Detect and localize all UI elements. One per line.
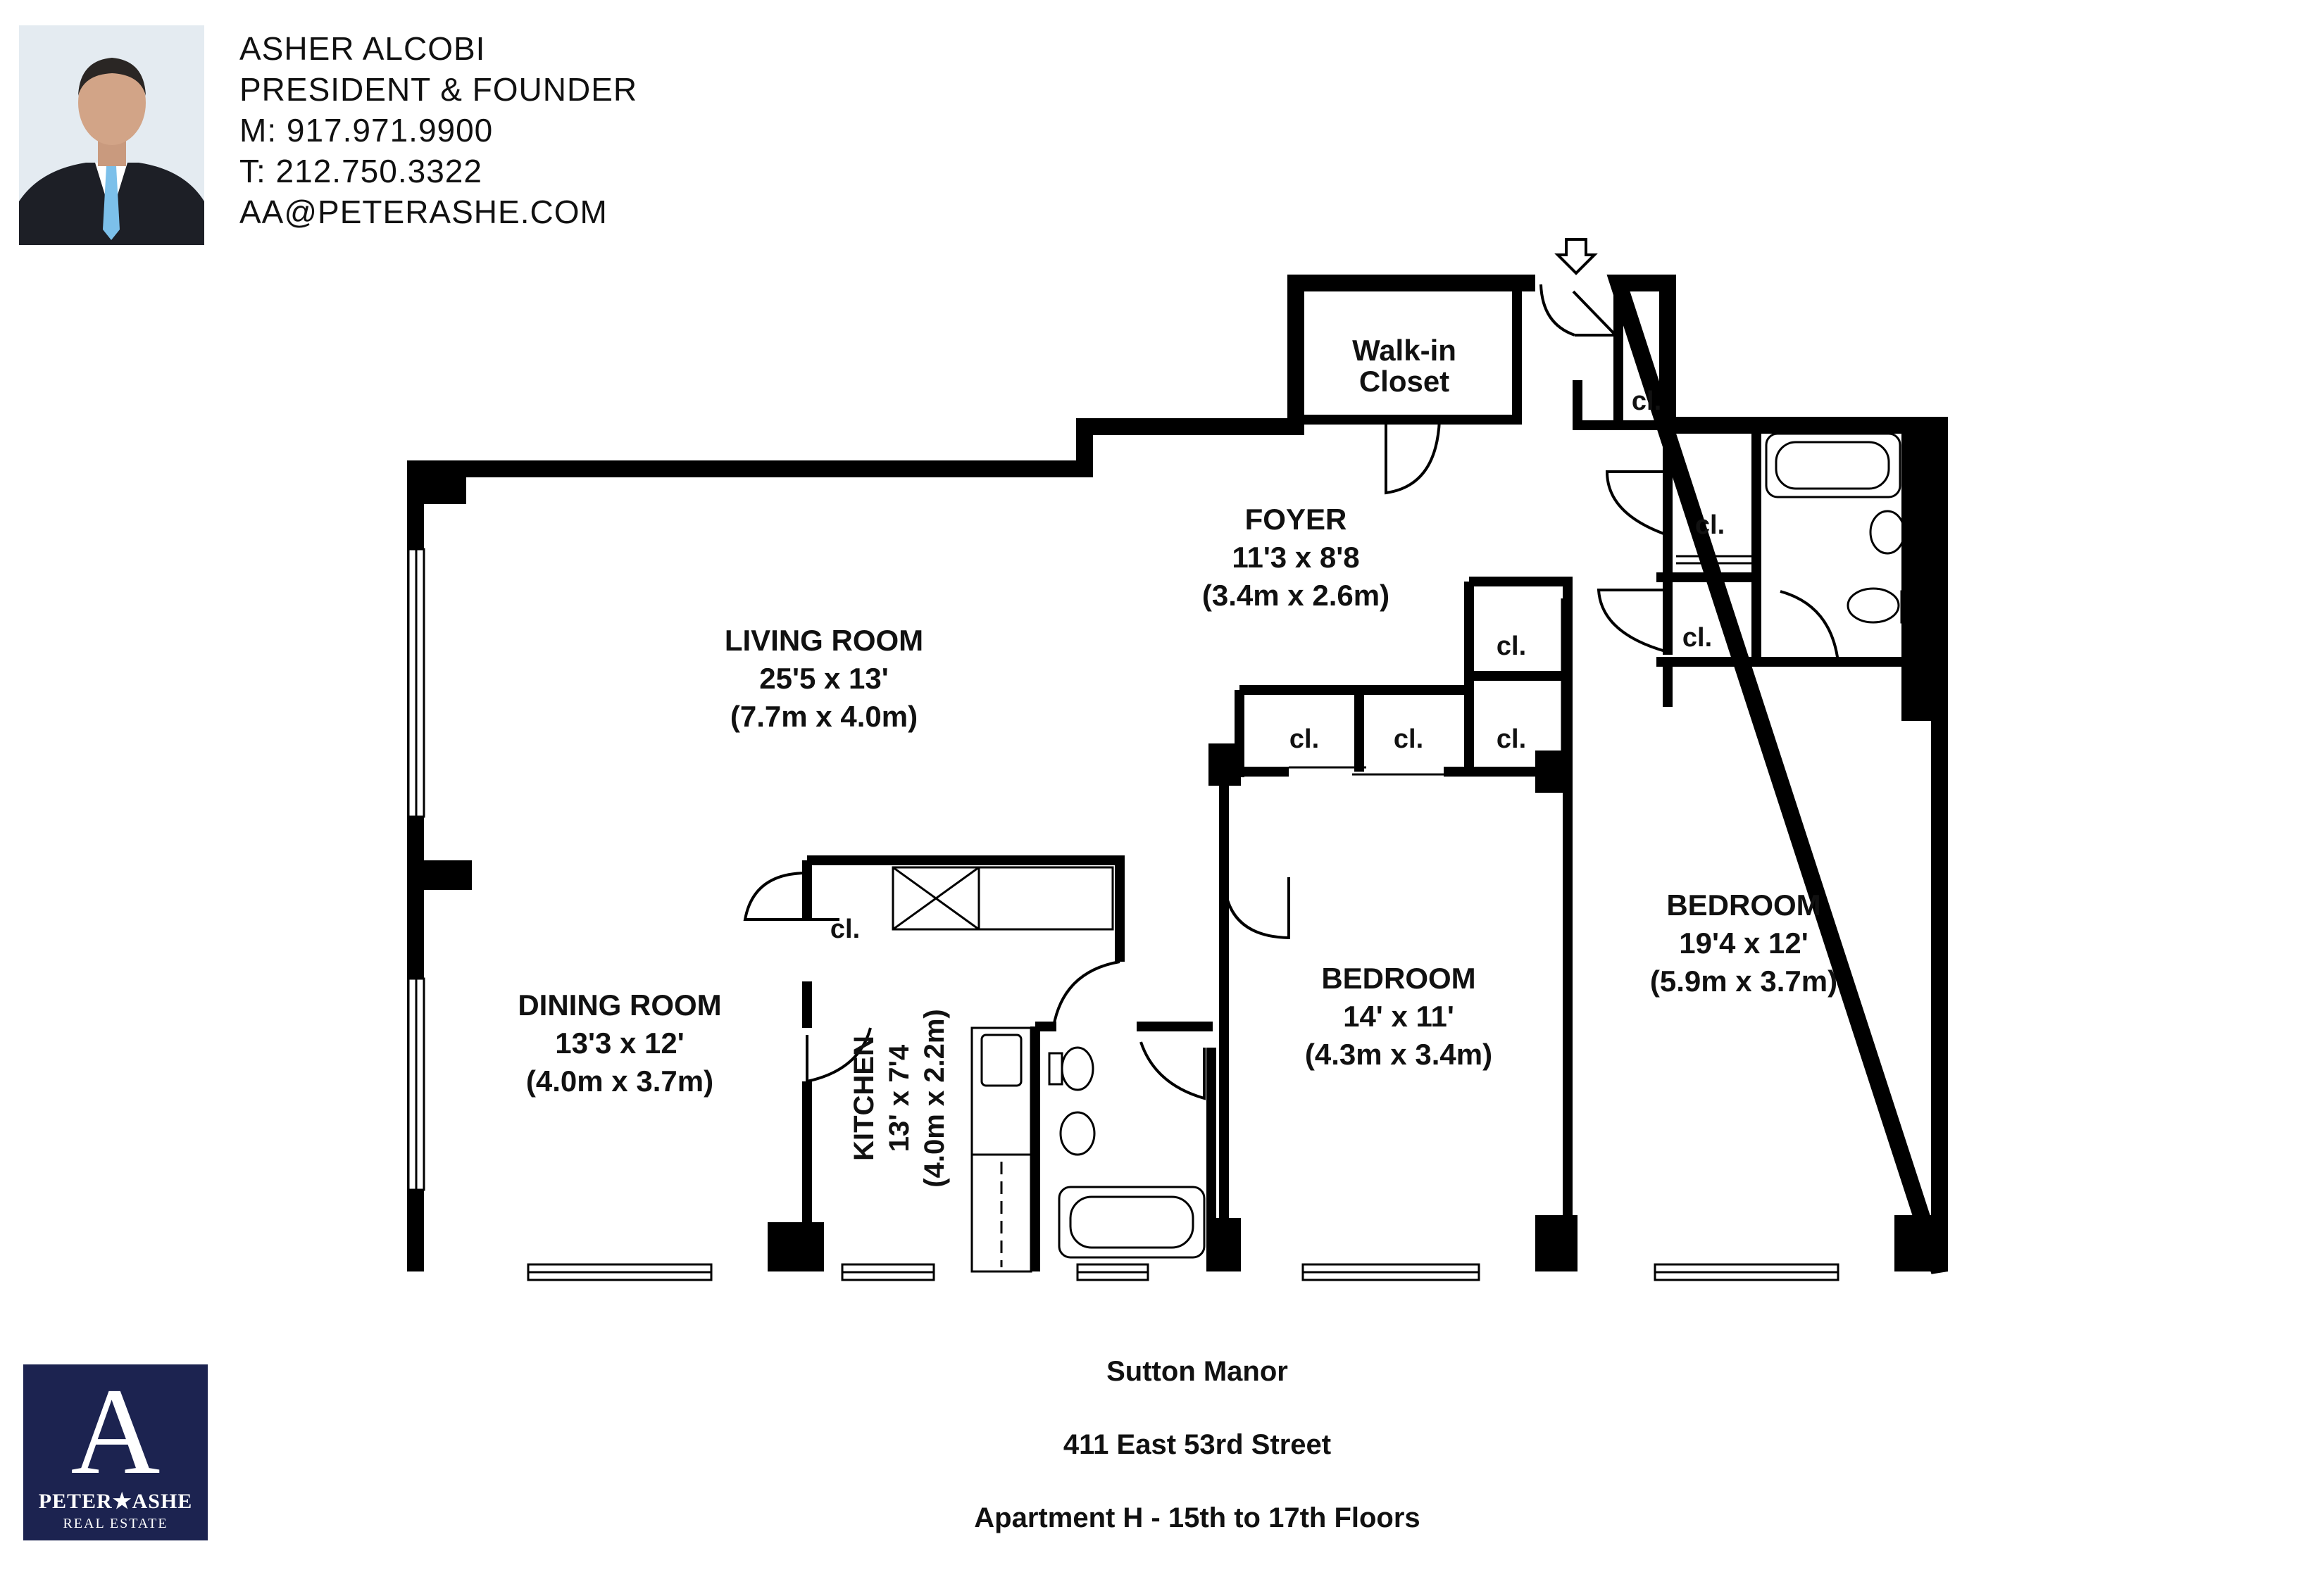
closet-label-hall-lower: cl. — [1682, 623, 1712, 653]
building-address: 411 East 53rd Street — [1063, 1429, 1332, 1460]
building-name: Sutton Manor — [1106, 1356, 1288, 1387]
bath-fixtures — [1048, 432, 1913, 1259]
agent-telephone[interactable]: T: 212.750.3322 — [239, 153, 482, 189]
agent-mobile[interactable]: M: 917.971.9900 — [239, 112, 494, 149]
doors — [743, 284, 1839, 1100]
building-info: Sutton Manor 411 East 53rd Street Apartm… — [845, 1350, 1549, 1570]
bedroom-2-dims-ft: 19'4 x 12' — [1679, 927, 1808, 960]
logo-brand: PETER★ASHE — [38, 1490, 193, 1513]
bedroom-2-label: BEDROOM 19'4 x 12' (5.9m x 3.7m) — [1650, 888, 1837, 998]
closet-label-bedroom-1-a: cl. — [1289, 724, 1319, 754]
living-room-dims-ft: 25'5 x 13' — [759, 662, 888, 695]
bedroom-2-dims-m: (5.9m x 3.7m) — [1650, 965, 1837, 998]
living-room-name: LIVING ROOM — [725, 624, 923, 657]
closet-labels: cl. cl. cl. cl. cl. cl. cl. cl. — [830, 387, 1725, 944]
closet-label-bedroom-1-b: cl. — [1394, 724, 1423, 754]
apartment-unit: Apartment H - 15th to 17th Floors — [974, 1502, 1420, 1533]
agent-contact: ASHER ALCOBI PRESIDENT & FOUNDER M: 917.… — [239, 28, 873, 232]
agent-email[interactable]: AA@PETERASHE.COM — [239, 194, 608, 230]
agent-photo-icon — [19, 25, 204, 245]
living-room-label: LIVING ROOM 25'5 x 13' (7.7m x 4.0m) — [725, 624, 923, 733]
foyer-label: FOYER 11'3 x 8'8 (3.4m x 2.6m) — [1202, 503, 1389, 612]
bedroom-2-name: BEDROOM — [1666, 888, 1820, 922]
walk-in-closet-line-1: Walk-in — [1352, 334, 1456, 367]
sliding-doors — [1289, 555, 1754, 776]
bedroom-1-dims-ft: 14' x 11' — [1343, 1000, 1454, 1033]
closet-label-hall-upper: cl. — [1695, 510, 1725, 540]
walk-in-closet-line-2: Closet — [1359, 365, 1449, 398]
peter-ashe-logo: A PETER★ASHE REAL ESTATE — [23, 1364, 208, 1540]
down-arrow-icon — [1554, 238, 1598, 275]
agent-title: PRESIDENT & FOUNDER — [239, 71, 638, 108]
dining-room-name: DINING ROOM — [518, 988, 721, 1022]
foyer-dims-m: (3.4m x 2.6m) — [1202, 579, 1389, 612]
interior-walls — [802, 283, 1901, 1271]
closet-label-bedroom-2: cl. — [1497, 724, 1526, 754]
closet-label-foyer: cl. — [1497, 632, 1526, 661]
dining-room-label: DINING ROOM 13'3 x 12' (4.0m x 3.7m) — [518, 988, 721, 1098]
closet-label-kitchen: cl. — [830, 915, 860, 944]
kitchen-dims-ft: 13' x 7'4 — [884, 1044, 915, 1152]
foyer-name: FOYER — [1245, 503, 1347, 536]
bedroom-1-dims-m: (4.3m x 3.4m) — [1305, 1038, 1492, 1071]
agent-name: ASHER ALCOBI — [239, 30, 486, 67]
logo-letter: A — [70, 1364, 161, 1500]
kitchen-fixtures — [892, 866, 1114, 1273]
kitchen-name: KITCHEN — [849, 1036, 880, 1161]
dining-room-dims-m: (4.0m x 3.7m) — [526, 1065, 713, 1098]
bedroom-1-name: BEDROOM — [1321, 962, 1475, 995]
walk-in-closet-label: Walk-in Closet — [1352, 334, 1456, 398]
agent-headshot — [19, 25, 204, 245]
kitchen-dims-m: (4.0m x 2.2m) — [919, 1009, 950, 1187]
living-room-dims-m: (7.7m x 4.0m) — [730, 700, 918, 733]
foyer-dims-ft: 11'3 x 8'8 — [1232, 541, 1359, 574]
dining-room-dims-ft: 13'3 x 12' — [555, 1026, 684, 1060]
logo-subtitle: REAL ESTATE — [63, 1516, 168, 1531]
kitchen-label: KITCHEN 13' x 7'4 (4.0m x 2.2m) — [849, 1009, 950, 1187]
bedroom-1-label: BEDROOM 14' x 11' (4.3m x 3.4m) — [1305, 962, 1492, 1071]
exterior-walls — [407, 275, 1948, 1274]
closet-label-entry: cl. — [1632, 387, 1661, 416]
windows — [407, 548, 1839, 1281]
